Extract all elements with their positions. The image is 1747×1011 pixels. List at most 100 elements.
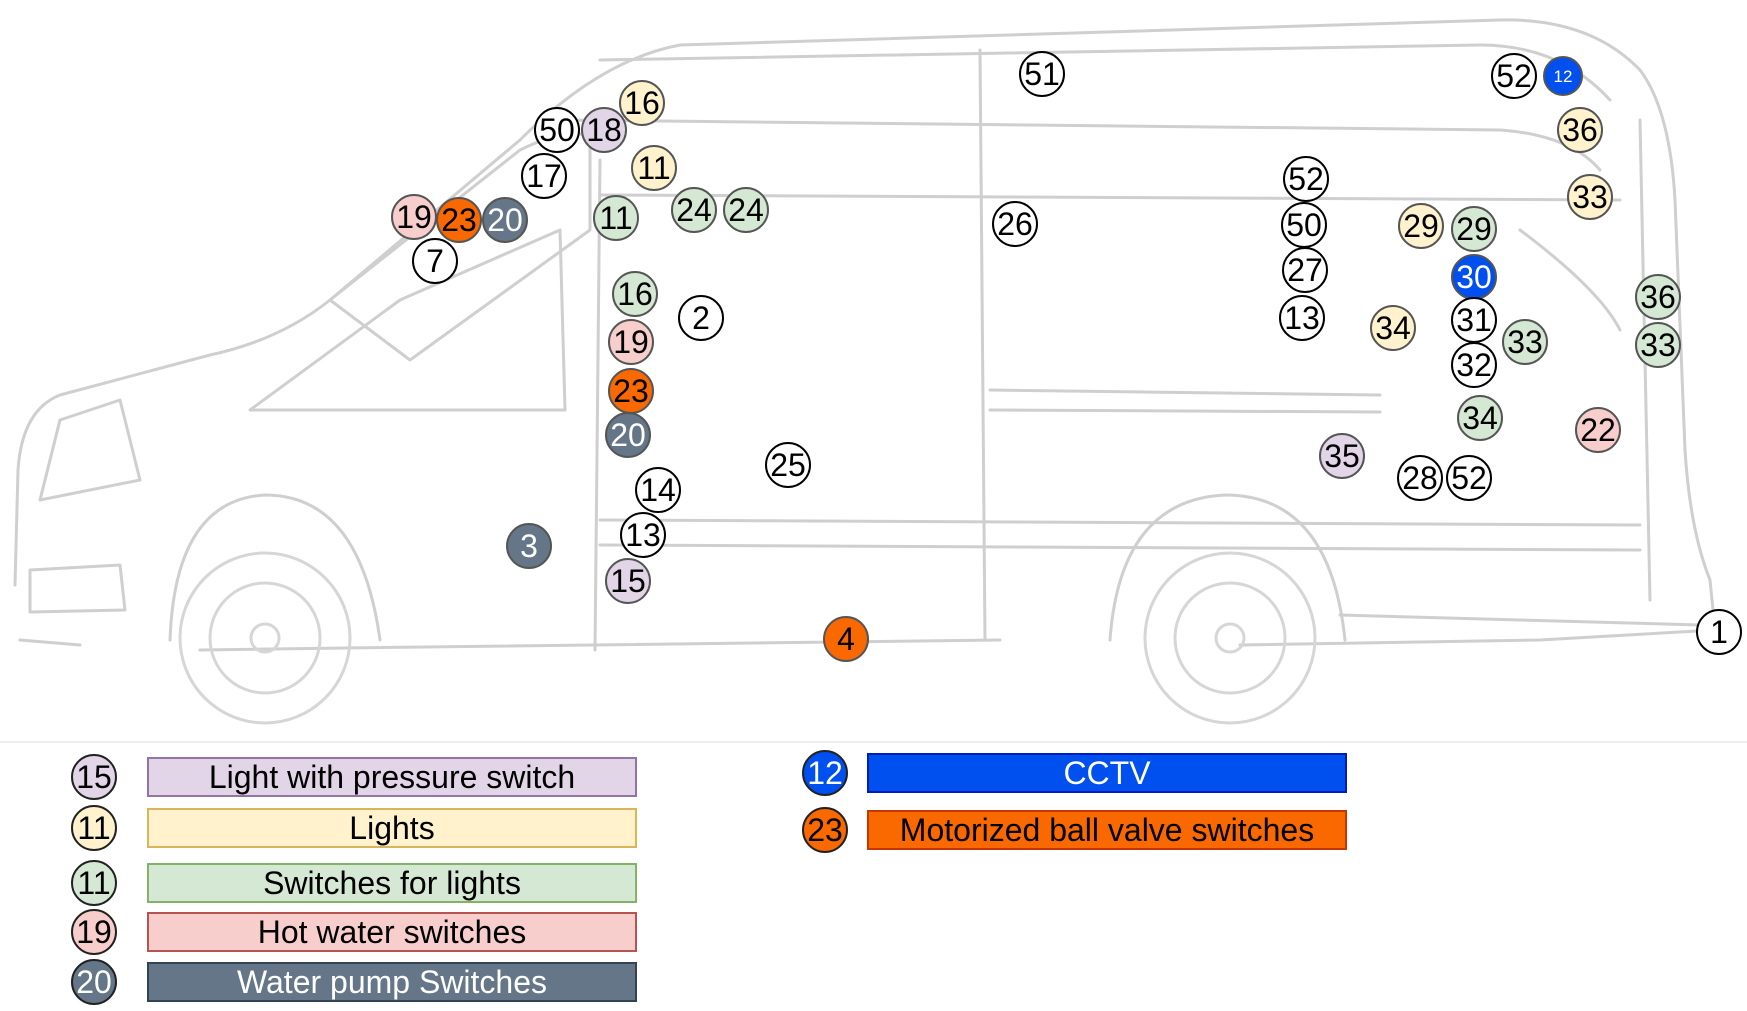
marker-circle [412, 238, 458, 284]
marker-27: 27 [1282, 247, 1328, 293]
marker-label: 28 [1402, 460, 1438, 496]
marker-circle [534, 107, 580, 153]
marker-label: 11 [637, 150, 670, 186]
marker-36-lights: 36 [1557, 107, 1603, 153]
marker-label: 3 [520, 528, 538, 564]
marker-circle [635, 467, 681, 513]
marker-circle [608, 319, 654, 365]
marker-label: 50 [1286, 207, 1322, 243]
marker-circle [1398, 203, 1444, 249]
marker-20-pump: 20 [482, 197, 528, 243]
marker-29-lights: 29 [1398, 203, 1444, 249]
marker-label: 33 [1507, 324, 1543, 360]
marker-label: 52 [1496, 58, 1532, 94]
marker-label: 4 [837, 621, 855, 657]
marker-label: 15 [610, 563, 646, 599]
marker-22-hotwater: 22 [1575, 407, 1621, 453]
marker-23-valve: 23 [608, 368, 654, 414]
marker-circle [1557, 107, 1603, 153]
marker-36-switches: 36 [1635, 274, 1681, 320]
marker-circle [521, 153, 567, 199]
marker-circle [1283, 156, 1329, 202]
marker-label: 7 [426, 243, 444, 279]
marker-label: 24 [728, 192, 764, 228]
marker-label: 13 [1284, 300, 1320, 336]
legend-badge: 11 [71, 860, 117, 906]
legend-badge: 23 [802, 807, 848, 853]
marker-label: 12 [1554, 67, 1573, 86]
marker-label: 51 [1024, 56, 1060, 92]
marker-circle [436, 197, 482, 243]
marker-52: 52 [1283, 156, 1329, 202]
marker-33-lights: 33 [1567, 174, 1613, 220]
marker-circle [1319, 433, 1365, 479]
marker-13: 13 [620, 512, 666, 558]
marker-label: 16 [624, 85, 660, 121]
legend-label: Light with pressure switch [147, 757, 637, 797]
marker-16-switches: 16 [612, 271, 658, 317]
marker-label: 19 [396, 199, 432, 235]
marker-4-valve: 4 [823, 616, 869, 662]
marker-label: 23 [613, 373, 649, 409]
marker-circle [823, 616, 869, 662]
marker-label: 23 [441, 202, 477, 238]
marker-11-lights: 11 [631, 145, 677, 191]
marker-17: 17 [521, 153, 567, 199]
marker-label: 29 [1456, 211, 1492, 247]
legend-label: Motorized ball valve switches [867, 810, 1347, 850]
marker-25: 25 [765, 442, 811, 488]
legend-label: Hot water switches [147, 912, 637, 952]
marker-34-lights: 34 [1370, 305, 1416, 351]
marker-label: 1 [1710, 614, 1728, 650]
marker-circle [678, 295, 724, 341]
marker-circle [671, 187, 717, 233]
marker-2: 2 [678, 295, 724, 341]
marker-circle [1446, 455, 1492, 501]
marker-label: 20 [610, 417, 646, 453]
marker-label: 36 [1562, 112, 1598, 148]
marker-28: 28 [1397, 455, 1443, 501]
legend-label: CCTV [867, 753, 1347, 793]
legend-label: Switches for lights [147, 863, 637, 903]
marker-circle [605, 558, 651, 604]
marker-26: 26 [992, 201, 1038, 247]
marker-circle [620, 512, 666, 558]
marker-circle [1567, 174, 1613, 220]
marker-circle [619, 80, 665, 126]
marker-circle [391, 194, 437, 240]
marker-label: 35 [1324, 438, 1360, 474]
marker-52: 52 [1446, 455, 1492, 501]
legend-badge: 11 [71, 805, 117, 851]
marker-circle [1451, 206, 1497, 252]
marker-circle [992, 201, 1038, 247]
legend-label: Lights [147, 808, 637, 848]
marker-50: 50 [1281, 202, 1327, 248]
marker-label: 34 [1375, 310, 1411, 346]
marker-11-switches: 11 [593, 195, 639, 241]
marker-label: 29 [1403, 208, 1439, 244]
marker-circle [1635, 274, 1681, 320]
marker-31: 31 [1451, 297, 1497, 343]
marker-label: 50 [539, 112, 575, 148]
marker-circle [1279, 295, 1325, 341]
legend-badge: 15 [71, 754, 117, 800]
marker-circle [593, 195, 639, 241]
marker-20-pump: 20 [605, 412, 651, 458]
marker-circle [1397, 455, 1443, 501]
marker-15-pressure: 15 [605, 558, 651, 604]
marker-51: 51 [1019, 51, 1065, 97]
marker-52: 52 [1491, 53, 1537, 99]
marker-circle [1370, 305, 1416, 351]
marker-label: 32 [1456, 347, 1492, 383]
marker-label: 52 [1451, 460, 1487, 496]
marker-label: 13 [625, 517, 661, 553]
marker-label: 27 [1287, 252, 1323, 288]
legend-badge: 12 [802, 750, 848, 796]
marker-circle [631, 145, 677, 191]
marker-label: 31 [1456, 302, 1492, 338]
marker-32: 32 [1451, 342, 1497, 388]
marker-18-pressure: 18 [581, 107, 627, 153]
marker-label: 33 [1572, 179, 1608, 215]
